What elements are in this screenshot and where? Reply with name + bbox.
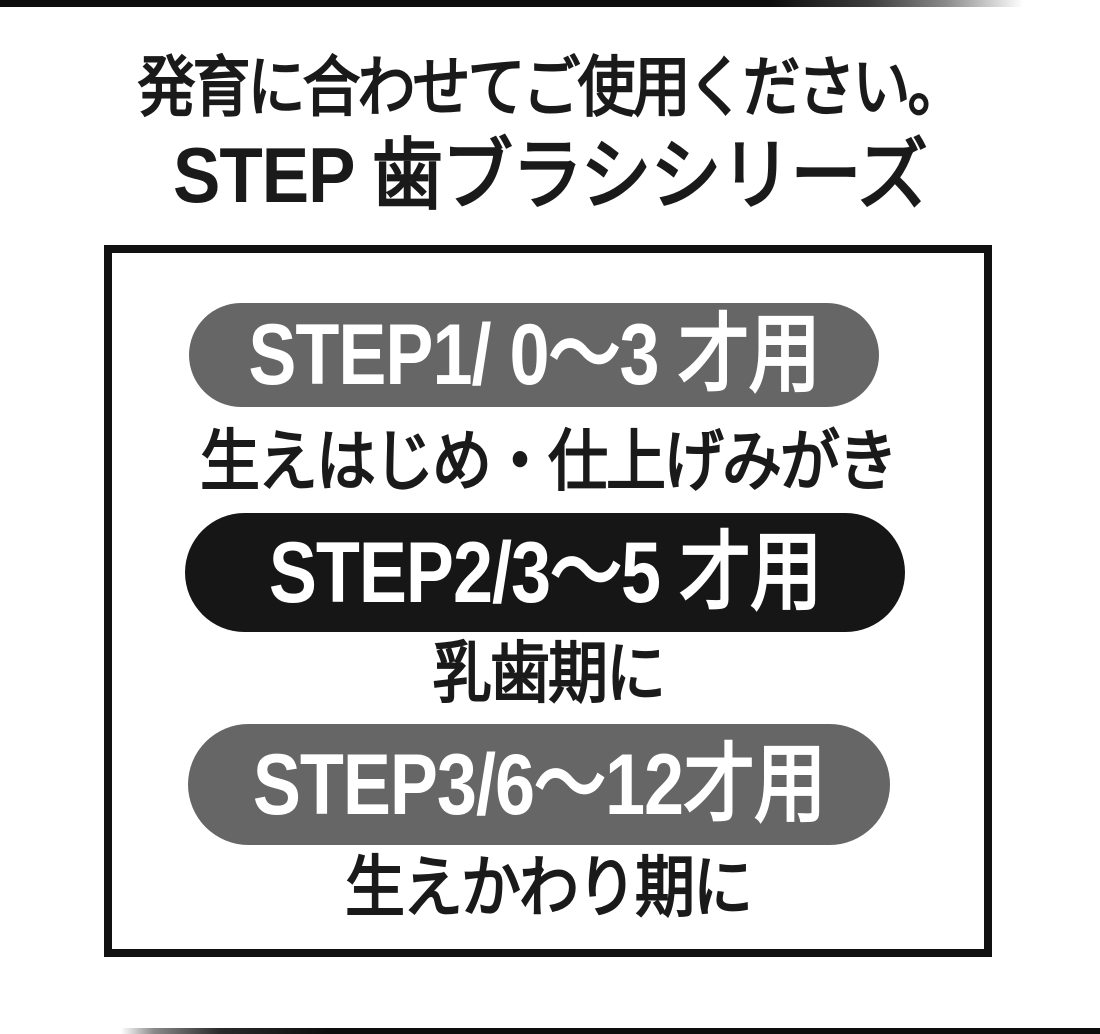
top-edge-scan-artifact <box>0 0 1100 7</box>
steps-box: STEP1/ 0〜3 才用 生えはじめ・仕上げみがき STEP2/3〜5 才用 … <box>104 245 992 957</box>
usage-subtitle: 発育に合わせてご使用ください。 <box>137 50 965 125</box>
step1-description: 生えはじめ・仕上げみがき <box>200 423 898 499</box>
step3-pill-label: STEP3/6〜12才用 <box>252 736 826 833</box>
steps-box-inner: STEP1/ 0〜3 才用 生えはじめ・仕上げみがき STEP2/3〜5 才用 … <box>112 253 984 949</box>
step3-description: 生えかわり期に <box>345 849 753 925</box>
step1-pill-label: STEP1/ 0〜3 才用 <box>248 307 820 403</box>
bottom-edge-scan-artifact <box>0 1028 1100 1034</box>
step1-pill: STEP1/ 0〜3 才用 <box>189 303 879 407</box>
step2-pill-label: STEP2/3〜5 才用 <box>268 524 822 621</box>
step3-pill: STEP3/6〜12才用 <box>188 724 890 845</box>
step2-description: 乳歯期に <box>432 635 666 711</box>
series-title: STEP 歯ブラシシリーズ <box>173 132 928 220</box>
step2-pill: STEP2/3〜5 才用 <box>185 513 905 632</box>
